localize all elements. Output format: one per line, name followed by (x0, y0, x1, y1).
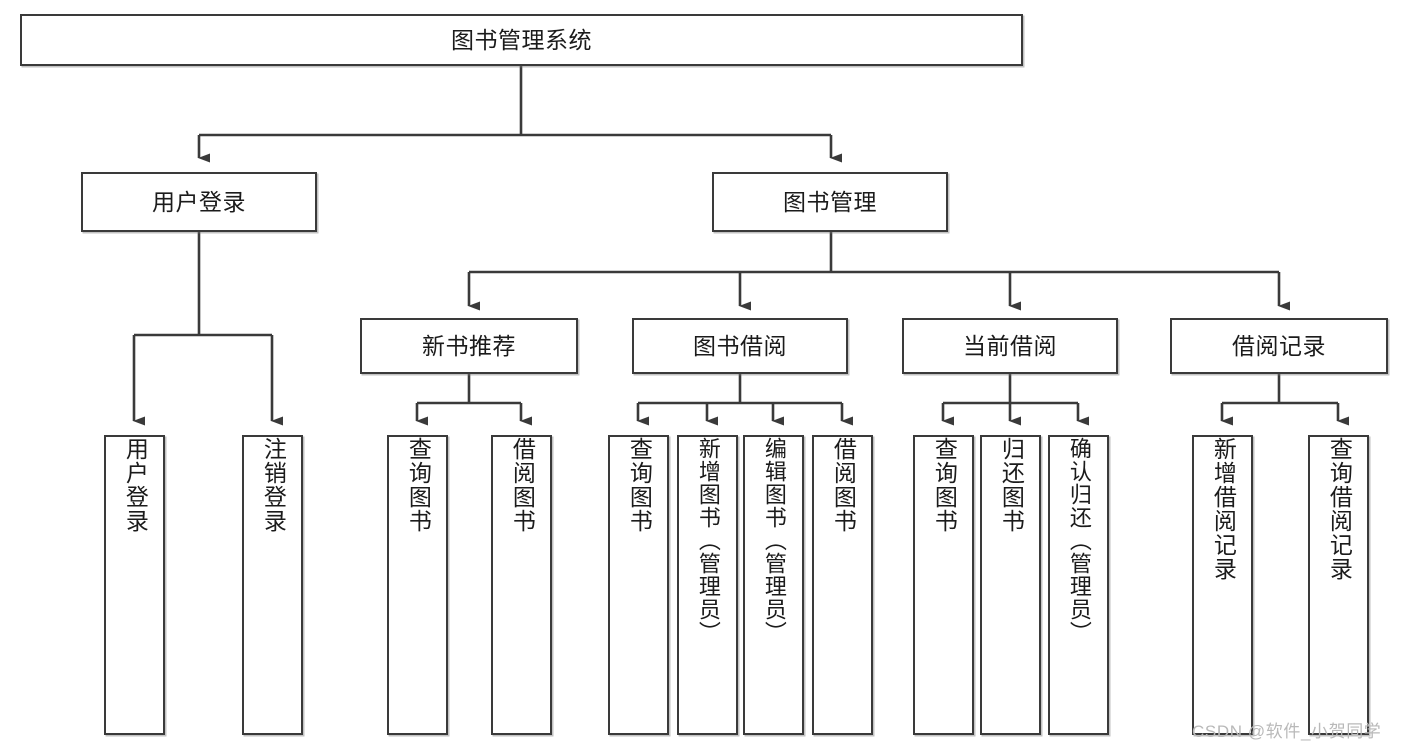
node-user-login-label: 用户登录 (152, 188, 246, 215)
leaf-add-book[interactable]: 新增图书（管理员） (677, 435, 738, 735)
leaf-user-login[interactable]: 用户登录 (104, 435, 165, 735)
node-borrow-record[interactable]: 借阅记录 (1170, 318, 1388, 374)
leaf-borrow-book-1[interactable]: 借阅图书 (491, 435, 552, 735)
leaf-user-logout-label: 注销登录 (260, 437, 287, 533)
node-borrow-record-label: 借阅记录 (1232, 332, 1326, 359)
leaf-query-book-3[interactable]: 查询图书 (913, 435, 974, 735)
leaf-query-book-2[interactable]: 查询图书 (608, 435, 669, 735)
leaf-query-book-3-label: 查询图书 (931, 437, 958, 533)
leaf-return-book-label: 归还图书 (998, 437, 1025, 533)
node-book-manage-label: 图书管理 (783, 188, 877, 215)
leaf-edit-book[interactable]: 编辑图书（管理员） (743, 435, 804, 735)
node-new-book-recommend-label: 新书推荐 (422, 332, 516, 359)
leaf-add-book-label: 新增图书（管理员） (695, 437, 721, 644)
node-book-borrow-label: 图书借阅 (693, 332, 787, 359)
leaf-borrow-book-2[interactable]: 借阅图书 (812, 435, 873, 735)
leaf-borrow-book-1-label: 借阅图书 (509, 437, 536, 533)
node-book-borrow[interactable]: 图书借阅 (632, 318, 848, 374)
leaf-query-book-1[interactable]: 查询图书 (387, 435, 448, 735)
csdn-watermark: CSDN @软件_小贺同学 (1192, 722, 1382, 741)
node-book-manage[interactable]: 图书管理 (712, 172, 948, 232)
leaf-user-logout[interactable]: 注销登录 (242, 435, 303, 735)
leaf-add-record-label: 新增借阅记录 (1210, 437, 1237, 581)
leaf-edit-book-label: 编辑图书（管理员） (761, 437, 787, 644)
leaf-query-record[interactable]: 查询借阅记录 (1308, 435, 1369, 735)
leaf-return-book[interactable]: 归还图书 (980, 435, 1041, 735)
node-current-borrow-label: 当前借阅 (963, 332, 1057, 359)
leaf-confirm-return[interactable]: 确认归还（管理员） (1048, 435, 1109, 735)
node-user-login[interactable]: 用户登录 (81, 172, 317, 232)
leaf-borrow-book-2-label: 借阅图书 (830, 437, 857, 533)
leaf-query-book-1-label: 查询图书 (405, 437, 432, 533)
node-root[interactable]: 图书管理系统 (20, 14, 1023, 66)
leaf-user-login-label: 用户登录 (122, 437, 149, 533)
leaf-query-book-2-label: 查询图书 (626, 437, 653, 533)
node-new-book-recommend[interactable]: 新书推荐 (360, 318, 578, 374)
leaf-confirm-return-label: 确认归还（管理员） (1066, 437, 1092, 644)
leaf-add-record[interactable]: 新增借阅记录 (1192, 435, 1253, 735)
node-current-borrow[interactable]: 当前借阅 (902, 318, 1118, 374)
leaf-query-record-label: 查询借阅记录 (1326, 437, 1353, 581)
node-root-label: 图书管理系统 (451, 26, 592, 53)
